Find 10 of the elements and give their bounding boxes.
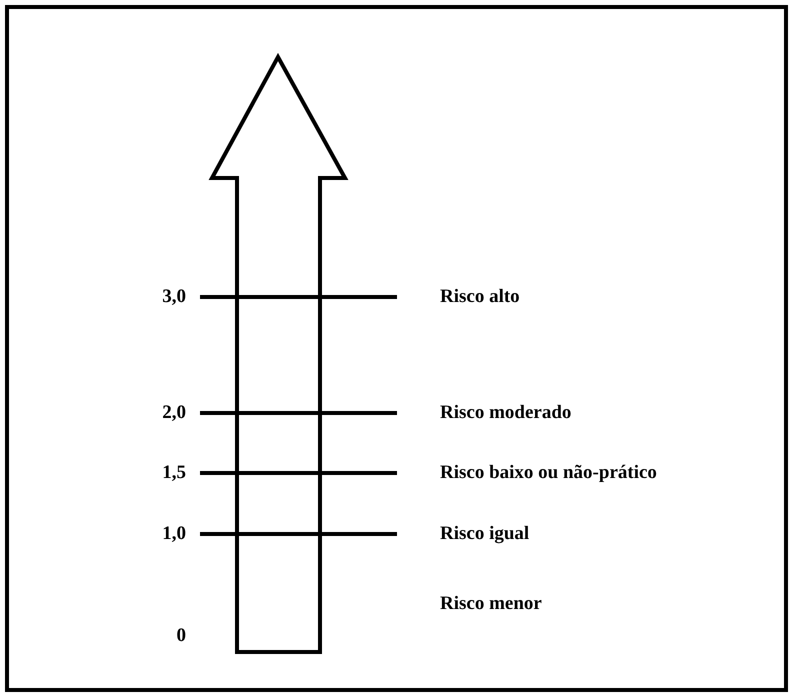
scale-value: 2,0 [162,402,186,424]
scale-value: 1,5 [162,462,186,484]
risk-level-label: Risco moderado [440,402,572,424]
scale-value: 1,0 [162,523,186,545]
risk-level-label: Risco alto [440,286,520,308]
risk-level-label: Risco menor [440,593,542,615]
scale-value: 3,0 [162,286,186,308]
risk-level-label: Risco baixo ou não-prático [440,462,657,484]
scale-value: 0 [176,625,186,647]
risk-level-label: Risco igual [440,523,530,545]
